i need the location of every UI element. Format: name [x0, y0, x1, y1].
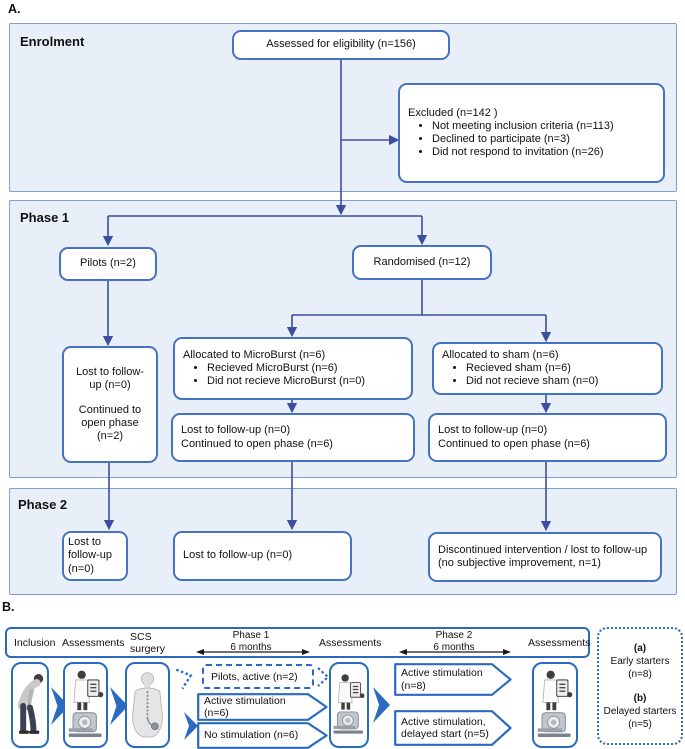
scs-line1: SCS: [130, 631, 152, 643]
arrow-banner-shape: [394, 710, 512, 746]
phase2-line2: 6 months: [433, 641, 475, 653]
ct-scanner-icon: [537, 712, 571, 737]
box-microburst-outcome: Lost to follow-up (n=0) Continued to ope…: [171, 413, 415, 462]
stage-label-phase1: Phase 1 6 months: [194, 630, 308, 653]
spacer: [72, 392, 148, 404]
box-pilots-text: Pilots (n=2): [80, 257, 136, 270]
arm-active-stimulation-delayed-5: Active stimulation, delayed start (n=5): [394, 710, 512, 746]
alloc-sham-list: Recieved sham (n=6) Did not recieve sham…: [466, 362, 653, 388]
box-excluded: Excluded (n=142 ) Not meeting inclusion …: [398, 83, 665, 183]
pilots-outcome-line1: Lost to follow-up (n=0): [76, 365, 144, 391]
dashed-chevron-right-icon: [175, 668, 193, 690]
microburst-outcome-line1: Lost to follow-up (n=0): [181, 424, 291, 437]
arm-no-stimulation-6: No stimulation (n=6): [197, 722, 328, 749]
box-randomised-text: Randomised (n=12): [373, 255, 471, 268]
ct-scanner-icon: [68, 712, 102, 737]
phase2-pilots-text: Lost to follow-up (n=0): [68, 536, 113, 575]
legend-b-n: (n=5): [628, 718, 652, 730]
arm-label: Active stimulation (n=8): [401, 667, 483, 692]
assessments-icon-box-3: [532, 662, 578, 748]
clinician-clipboard-icon: [537, 670, 573, 737]
microburst-outcome-line2: Continued to open phase (n=6): [181, 437, 333, 450]
alloc-microburst-item: Did not recieve MicroBurst (n=0): [207, 375, 403, 388]
phase2-line1: Phase 2: [435, 630, 473, 641]
stage-label-assessments-3: Assessments: [528, 637, 591, 649]
phase2-sham-line2: (no subjective improvement, n=1): [438, 557, 601, 569]
excluded-item: Not meeting inclusion criteria (n=113): [432, 120, 655, 133]
box-allocated-microburst: Allocated to MicroBurst (n=6) Recieved M…: [173, 337, 413, 400]
clinician-clipboard-icon: [68, 670, 103, 737]
scs-surgery-icon-box: [125, 662, 170, 748]
dashed-chevron-right-icon: [317, 667, 330, 687]
arm-pilots-active: Pilots, active (n=2): [202, 664, 314, 689]
legend-a-n: (n=8): [628, 668, 652, 680]
phase2-sham-line1: Discontinued intervention / lost to foll…: [438, 543, 648, 556]
arrow-banner-shape: [197, 693, 328, 721]
inclusion-icon-box: [11, 662, 49, 748]
alloc-sham-item: Recieved sham (n=6): [466, 362, 653, 375]
sham-outcome-line1: Lost to follow-up (n=0): [438, 424, 548, 437]
stage-label-scs-surgery: SCS surgery: [130, 631, 165, 655]
box-phase2-pilots: Lost to follow-up (n=0): [62, 531, 128, 581]
panel-a-label: A.: [8, 2, 21, 16]
arm-label: No stimulation (n=6): [204, 729, 299, 742]
phase2-title: Phase 2: [18, 497, 68, 512]
phase1-duration-arrow: [196, 649, 310, 655]
phase1-title: Phase 1: [20, 210, 70, 225]
box-sham-outcome: Lost to follow-up (n=0) Continued to ope…: [428, 413, 667, 462]
alloc-microburst-list: Recieved MicroBurst (n=6) Did not reciev…: [207, 362, 403, 388]
legend-a-tag: (a): [633, 642, 647, 654]
excluded-title: Excluded (n=142 ): [408, 106, 498, 119]
stage-label-inclusion: Inclusion: [14, 637, 56, 649]
legend-b-tag: (b): [633, 692, 647, 704]
box-randomised: Randomised (n=12): [352, 245, 492, 280]
excluded-item: Did not respond to invitation (n=26): [432, 146, 655, 159]
arm-active-stimulation-6: Active stimulation (n=6): [197, 693, 328, 721]
stooped-patient-icon: [17, 673, 44, 734]
box-allocated-sham: Allocated to sham (n=6) Recieved sham (n…: [432, 342, 663, 395]
pilots-outcome-line2: Continued to open phase (n=2): [78, 403, 142, 443]
alloc-sham-title: Allocated to sham (n=6): [442, 348, 559, 361]
excluded-item: Declined to participate (n=3): [432, 133, 655, 146]
legend-box: (a) Early starters (n=8) (b) Delayed sta…: [597, 627, 683, 745]
phase2-microburst-text: Lost to follow-up (n=0): [183, 549, 293, 562]
phase1-line1: Phase 1: [232, 630, 270, 641]
legend-a-name: Early starters: [610, 655, 670, 667]
arm-label: Active stimulation (n=6): [204, 694, 286, 719]
alloc-sham-item: Did not recieve sham (n=0): [466, 375, 653, 388]
box-phase2-microburst: Lost to follow-up (n=0): [173, 531, 352, 581]
ct-scanner-icon: [333, 711, 363, 734]
panel-b-label: B.: [2, 600, 15, 614]
excluded-list: Not meeting inclusion criteria (n=113) D…: [432, 120, 655, 160]
clinician-clipboard-icon: [333, 674, 365, 734]
arrow-banner-shape: [394, 663, 512, 696]
timeline-header-bar: [5, 627, 590, 658]
box-eligibility-text: Assessed for eligibility (n=156): [266, 38, 416, 51]
arm-active-stimulation-8: Active stimulation (n=8): [394, 663, 512, 696]
alloc-microburst-title: Allocated to MicroBurst (n=6): [183, 348, 326, 361]
sham-outcome-line2: Continued to open phase (n=6): [438, 437, 590, 450]
patient-back-scs-icon: [132, 672, 163, 738]
stage-label-assessments-2: Assessments: [319, 637, 382, 649]
assessments-icon-box-2: [329, 662, 369, 748]
legend-b-name: Delayed starters: [603, 705, 677, 717]
chevron-right-icon: [184, 712, 198, 740]
box-pilots: Pilots (n=2): [59, 247, 157, 281]
chevron-right-icon: [373, 687, 390, 723]
box-phase2-sham: Discontinued intervention / lost to foll…: [428, 532, 662, 582]
arm-label: Active stimulation, delayed start (n=5): [401, 715, 489, 740]
enrolment-title: Enrolment: [20, 34, 85, 49]
box-eligibility: Assessed for eligibility (n=156): [232, 30, 450, 60]
assessments-icon-box-1: [63, 662, 108, 748]
alloc-microburst-item: Recieved MicroBurst (n=6): [207, 362, 403, 375]
phase2-duration-arrow: [399, 649, 511, 655]
arrow-banner-shape: [197, 722, 328, 749]
stage-label-assessments-1: Assessments: [62, 637, 125, 649]
box-pilots-outcome: Lost to follow-up (n=0) Continued to ope…: [62, 346, 158, 463]
phase1-line2: 6 months: [230, 641, 272, 653]
arm-pilots-label: Pilots, active (n=2): [211, 670, 298, 683]
scs-line2: surgery: [130, 643, 166, 656]
stage-label-phase2: Phase 2 6 months: [398, 630, 510, 653]
